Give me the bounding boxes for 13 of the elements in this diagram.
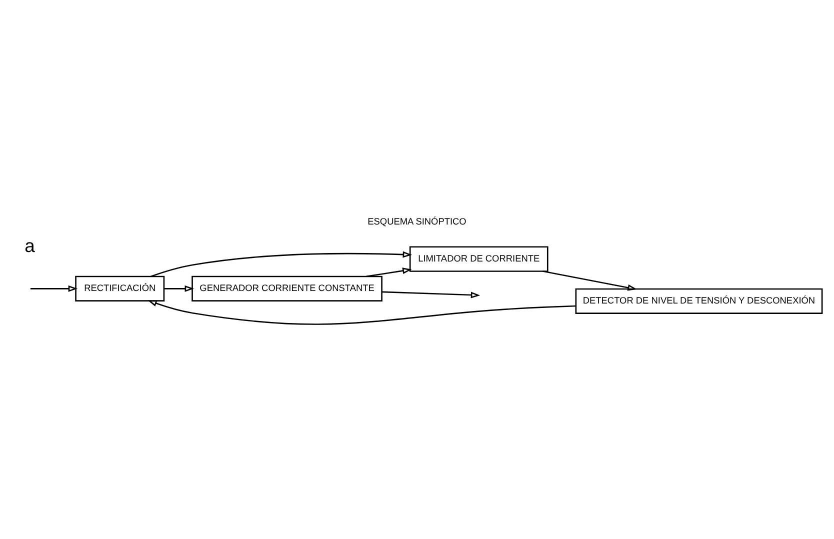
arrow xyxy=(366,268,412,278)
arrow xyxy=(382,291,480,298)
node-box: DETECTOR DE NIVEL DE TENSIÓN Y DESCONEXIÓN xyxy=(575,288,823,314)
node-box: RECTIFICACIÓN xyxy=(75,276,165,302)
label: a xyxy=(24,234,35,256)
arrow xyxy=(150,251,412,278)
arrow xyxy=(148,300,576,325)
arrow xyxy=(542,270,637,291)
arrow xyxy=(164,285,194,292)
arrow xyxy=(30,285,78,292)
diagram-title: ESQUEMA SINÓPTICO xyxy=(368,216,466,227)
node-box: GENERADOR CORRIENTE CONSTANTE xyxy=(192,276,382,302)
node-box: LIMITADOR DE CORRIENTE xyxy=(409,246,548,272)
